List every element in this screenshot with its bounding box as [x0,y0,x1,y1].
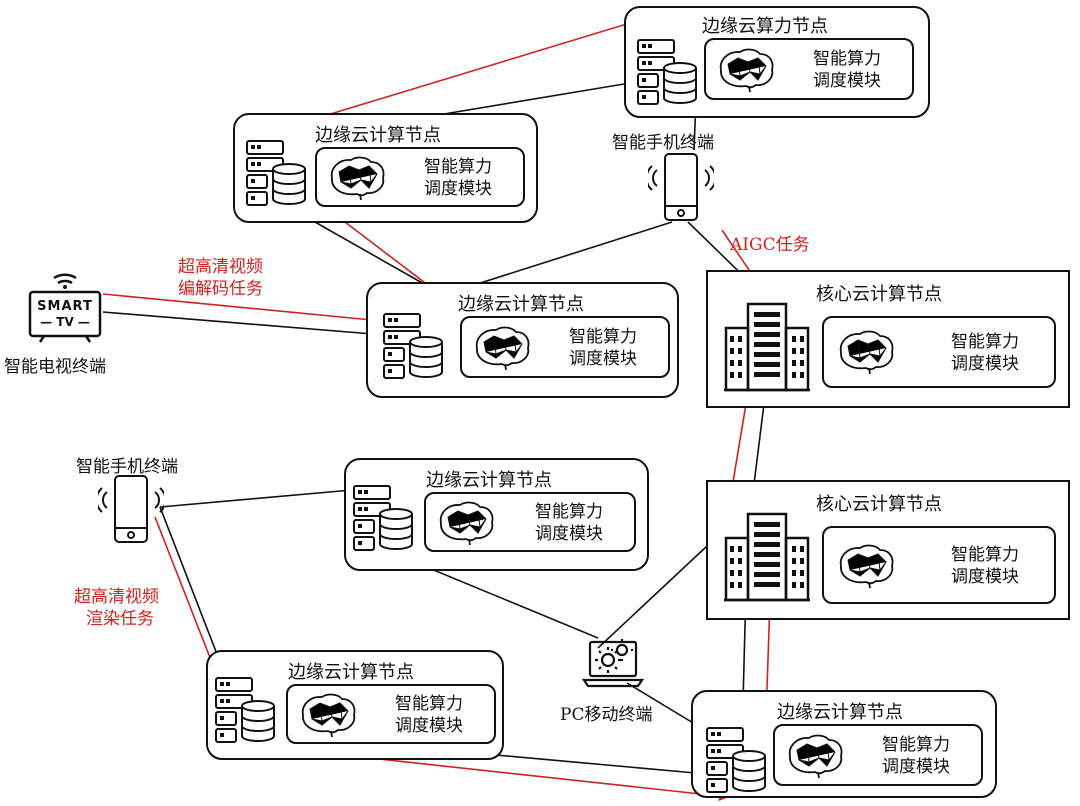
compute-scheduling-module: 智能算力 调度模块 [286,684,496,744]
node-title: 边缘云计算节点 [288,662,414,683]
edge-node-3[interactable]: 边缘云计算节点 智能算力 调度模块 [366,282,679,398]
compute-scheduling-module: 智能算力 调度模块 [315,147,525,207]
brain-icon [327,154,387,206]
server-database-icon [382,312,448,386]
terminal-label-smart-tv: 智能电视终端 [4,357,106,377]
task-label-video-render-1: 超高清视频 [74,587,159,607]
module-line-2: 调度模块 [882,757,950,777]
terminal-label-pc: PC移动终端 [560,705,653,725]
brain-icon [836,328,896,380]
brain-icon [785,732,845,784]
smartphone-icon[interactable] [645,152,717,228]
module-line-1: 智能算力 [882,735,950,755]
task-label-video-render-2: 渲染任务 [86,609,154,629]
compute-scheduling-module: 智能算力 调度模块 [822,526,1056,604]
core-node-2[interactable]: 核心云计算节点 智能算力 调度模块 [706,480,1070,620]
edge-node-compute-1[interactable]: 边缘云算力节点 智能算力 调度模块 [624,6,930,118]
brain-icon [298,691,358,743]
module-line-2: 调度模块 [951,354,1019,374]
tv-text-smart: SMART [37,299,93,314]
edge-node-4[interactable]: 边缘云计算节点 智能算力 调度模块 [344,458,649,571]
terminal-label-phone-left: 智能手机终端 [76,457,178,477]
terminal-label-phone-top: 智能手机终端 [612,133,714,153]
module-line-2: 调度模块 [569,349,637,369]
edge-node-6[interactable]: 边缘云计算节点 智能算力 调度模块 [691,690,997,798]
datacenter-building-icon [722,512,812,608]
module-line-2: 调度模块 [951,567,1019,587]
server-database-icon [352,484,418,558]
server-database-icon [245,139,311,213]
link-pc-core2 [597,531,723,649]
module-line-2: 调度模块 [813,71,881,91]
brain-icon [472,324,532,376]
node-title: 边缘云算力节点 [702,16,828,37]
core-node-1[interactable]: 核心云计算节点 智能算力 调度模块 [706,270,1070,408]
link-phone2-edge4 [159,489,353,508]
module-line-1: 智能算力 [951,545,1019,565]
compute-scheduling-module: 智能算力 调度模块 [424,492,636,552]
datacenter-building-icon [722,302,812,398]
link-tv-edge3 [102,311,386,336]
tv-text-tv: — TV — [40,315,90,329]
laptop-gears-icon[interactable] [581,628,645,694]
node-title: 边缘云计算节点 [458,294,584,315]
brain-icon [836,542,896,594]
smartphone-icon[interactable] [95,474,167,550]
smart-tv-icon[interactable]: SMART — TV — [26,266,104,348]
server-database-icon [705,726,771,800]
module-line-2: 调度模块 [535,524,603,544]
node-title: 核心云计算节点 [816,494,942,515]
task-arrow-tv-edge3 [102,293,383,326]
node-title: 核心云计算节点 [816,284,942,305]
module-line-1: 智能算力 [535,502,603,522]
brain-icon [716,46,776,98]
edge-node-5[interactable]: 边缘云计算节点 智能算力 调度模块 [206,650,504,760]
node-title: 边缘云计算节点 [315,125,441,146]
compute-scheduling-module: 智能算力 调度模块 [822,316,1056,388]
task-label-video-codec-1: 超高清视频 [178,257,263,277]
server-database-icon [214,676,280,750]
node-title: 边缘云计算节点 [777,702,903,723]
node-title: 边缘云计算节点 [426,470,552,491]
task-label-aigc: AIGC任务 [730,235,810,255]
compute-scheduling-module: 智能算力 调度模块 [704,38,914,100]
edge-node-2[interactable]: 边缘云计算节点 智能算力 调度模块 [233,113,538,223]
task-arrow-render [154,516,218,674]
compute-scheduling-module: 智能算力 调度模块 [460,316,670,378]
server-database-icon [636,38,702,112]
module-line-1: 智能算力 [395,694,463,714]
module-line-1: 智能算力 [813,49,881,69]
module-line-2: 调度模块 [395,716,463,736]
task-label-video-codec-2: 编解码任务 [178,279,263,299]
module-line-1: 智能算力 [424,157,492,177]
brain-icon [436,499,496,551]
module-line-1: 智能算力 [569,327,637,347]
compute-scheduling-module: 智能算力 调度模块 [773,724,983,786]
module-line-2: 调度模块 [424,179,492,199]
module-line-1: 智能算力 [951,332,1019,352]
